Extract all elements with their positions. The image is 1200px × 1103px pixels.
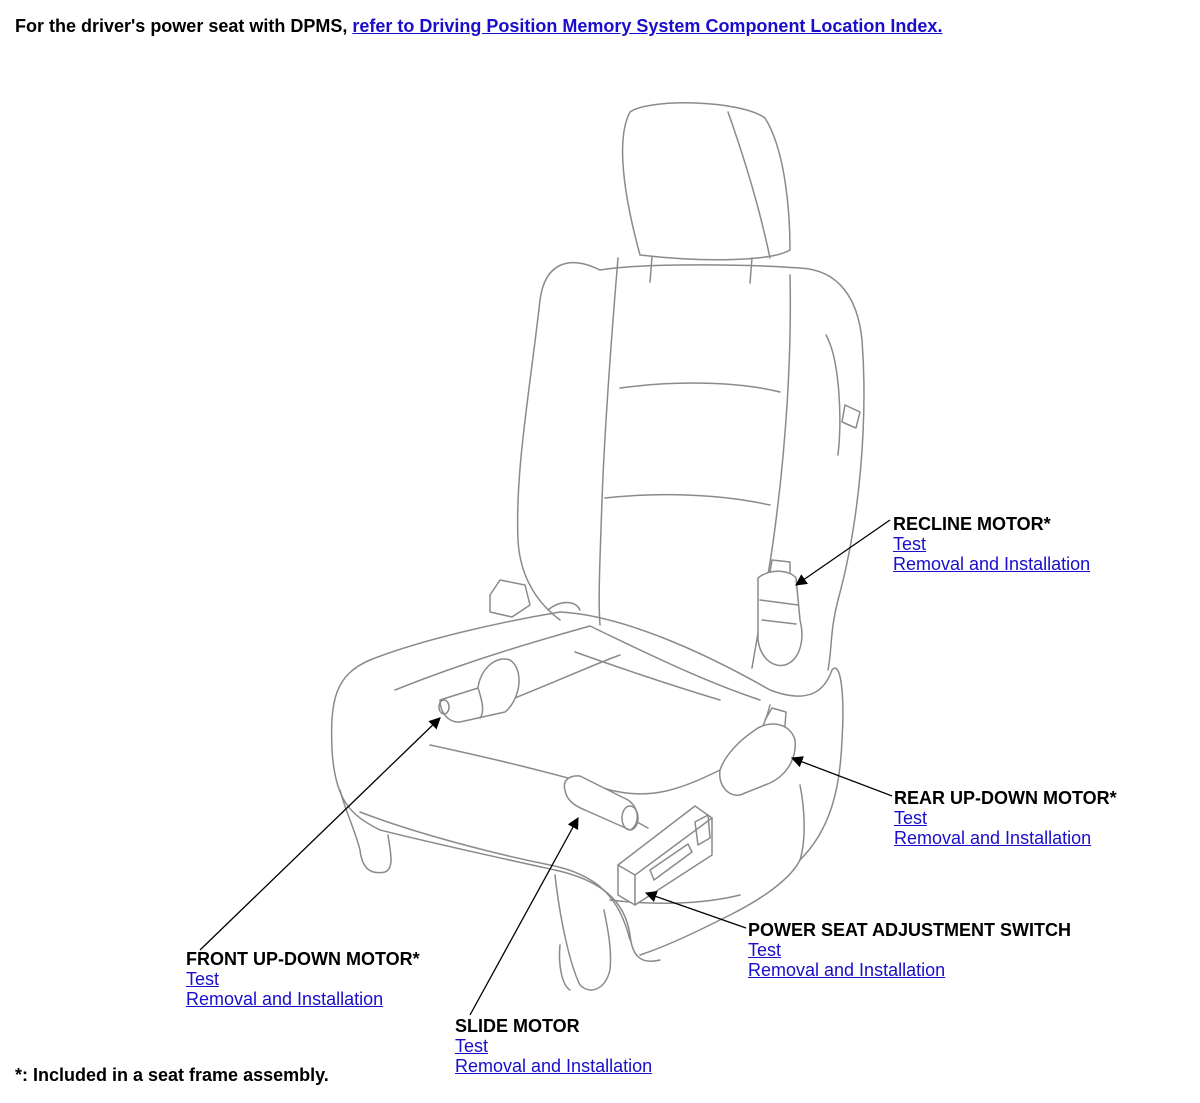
seat-illustration <box>330 102 865 991</box>
leader-front-updown <box>199 717 441 951</box>
front-updown-motor-removal-link[interactable]: Removal and Installation <box>186 989 384 1009</box>
leader-recline <box>795 519 891 586</box>
rear-updown-motor-removal-link[interactable]: Removal and Installation <box>894 828 1092 848</box>
front-updown-motor-callout: FRONT UP-DOWN MOTOR* Test Removal and In… <box>186 949 420 1009</box>
slide-motor-callout: SLIDE MOTOR Test Removal and Installatio… <box>455 1016 652 1076</box>
slide-motor-removal-link[interactable]: Removal and Installation <box>455 1056 653 1076</box>
dpms-index-link[interactable]: refer to Driving Position Memory System … <box>352 16 943 36</box>
slide-motor-test-link[interactable]: Test <box>455 1036 489 1056</box>
recline-motor-label: RECLINE MOTOR* <box>893 514 1051 534</box>
power-seat-switch-callout: POWER SEAT ADJUSTMENT SWITCH Test Remova… <box>748 920 1071 980</box>
rear-updown-motor-test-link[interactable]: Test <box>894 808 928 828</box>
leader-lines <box>199 519 893 1016</box>
intro-text: For the driver's power seat with DPMS, <box>15 16 353 36</box>
rear-updown-motor-callout: REAR UP-DOWN MOTOR* Test Removal and Ins… <box>894 788 1117 848</box>
footnote: *: Included in a seat frame assembly. <box>15 1065 329 1085</box>
power-seat-switch-label: POWER SEAT ADJUSTMENT SWITCH <box>748 920 1071 940</box>
recline-motor-removal-link[interactable]: Removal and Installation <box>893 554 1091 574</box>
rear-updown-motor-label: REAR UP-DOWN MOTOR* <box>894 788 1117 808</box>
power-seat-switch-removal-link[interactable]: Removal and Installation <box>748 960 946 980</box>
slide-motor-label: SLIDE MOTOR <box>455 1016 580 1036</box>
leader-slide <box>469 816 579 1016</box>
recline-motor-callout: RECLINE MOTOR* Test Removal and Installa… <box>893 514 1090 574</box>
front-updown-motor-test-link[interactable]: Test <box>186 969 220 989</box>
intro-line: For the driver's power seat with DPMS, r… <box>15 16 942 37</box>
power-seat-switch-test-link[interactable]: Test <box>748 940 782 960</box>
recline-motor-test-link[interactable]: Test <box>893 534 927 554</box>
leader-rear-updown <box>790 756 893 797</box>
leader-switch <box>644 890 747 929</box>
front-updown-motor-label: FRONT UP-DOWN MOTOR* <box>186 949 420 969</box>
